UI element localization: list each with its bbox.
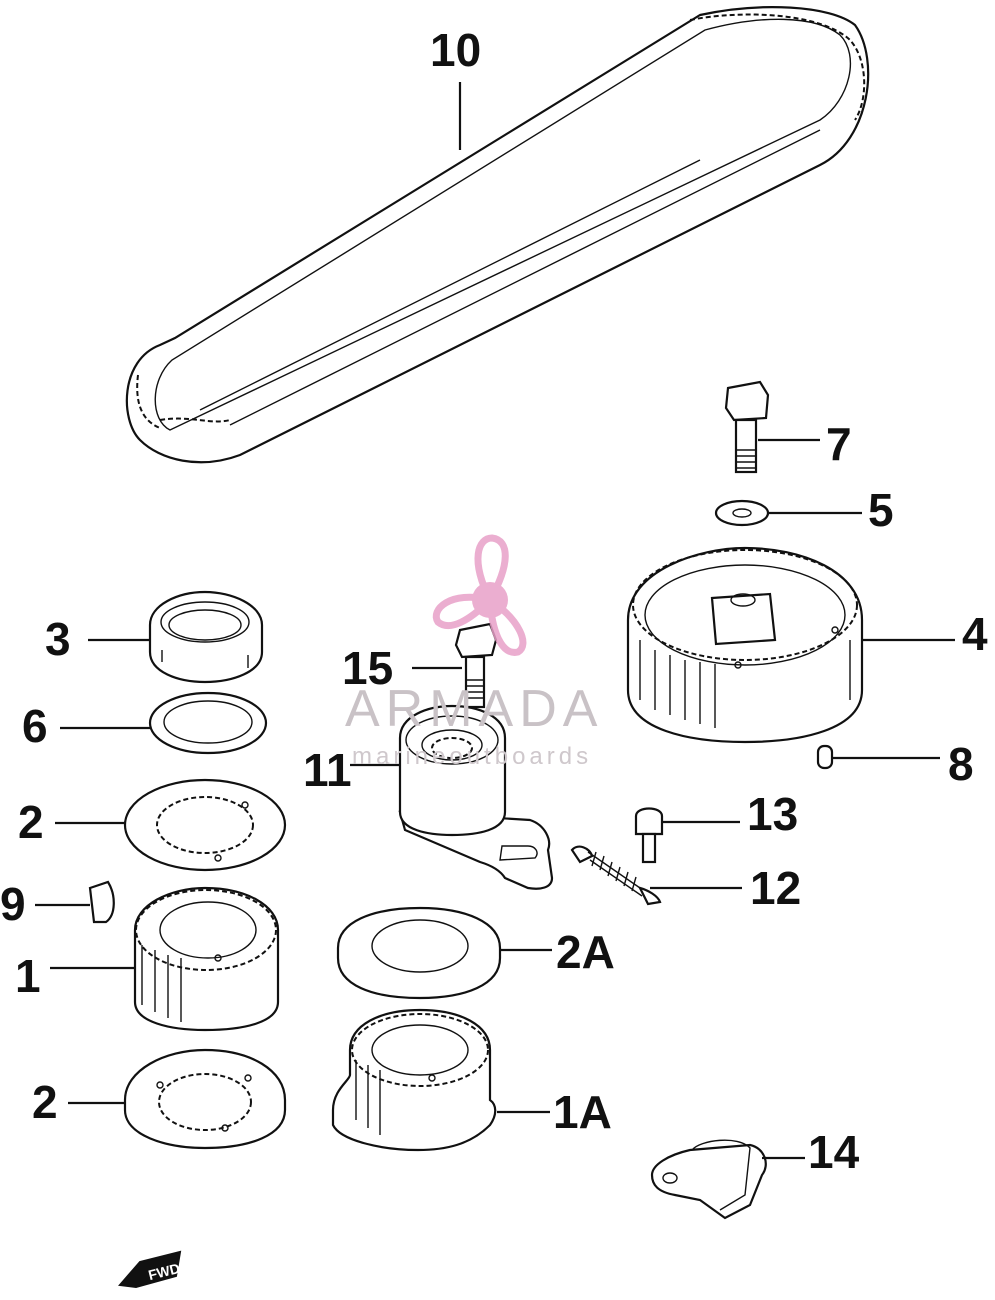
propeller-logo-icon (432, 534, 527, 656)
callout-14: 14 (808, 1126, 860, 1178)
callout-2-upper: 2 (18, 796, 44, 848)
dowel-pin-8 (816, 744, 834, 770)
callout-7: 7 (826, 418, 852, 470)
callout-2A: 2A (556, 926, 615, 978)
spring-12 (570, 845, 662, 906)
watermark-tagline: marineoutboards (352, 743, 592, 770)
callout-labels: 10 7 5 3 15 4 6 11 8 2 13 12 9 2A 1 2 1A… (0, 24, 988, 1178)
crankshaft-pulley-1A (331, 1008, 497, 1152)
callout-1A: 1A (553, 1086, 612, 1138)
camshaft-pulley-4 (626, 546, 864, 744)
callout-5: 5 (868, 484, 894, 536)
forward-direction-marker: FWD (118, 1250, 182, 1289)
tensioner-pulley-11 (398, 704, 554, 890)
washer-5 (714, 499, 770, 527)
crankshaft-pulley-1 (133, 886, 280, 1032)
callout-15: 15 (342, 642, 393, 694)
key-9 (88, 880, 115, 924)
bolt-7 (724, 380, 770, 474)
plate-2-upper (123, 778, 287, 872)
callout-13: 13 (747, 788, 798, 840)
washer-6 (148, 691, 268, 755)
bolt-15 (454, 622, 498, 709)
callout-1: 1 (15, 950, 41, 1002)
callout-8: 8 (948, 738, 974, 790)
nut-3 (148, 590, 264, 684)
timing-belt (125, 6, 870, 464)
callout-2-lower: 2 (32, 1076, 58, 1128)
leader-lines (35, 82, 955, 1160)
plate-2A (336, 906, 502, 1000)
callout-12: 12 (750, 862, 801, 914)
fwd-label: FWD (147, 1260, 182, 1283)
clamp-14 (650, 1139, 767, 1220)
callout-11: 11 (303, 744, 352, 796)
callout-4: 4 (962, 608, 988, 660)
callout-6: 6 (22, 700, 48, 752)
callout-10: 10 (430, 24, 481, 76)
callout-9: 9 (0, 878, 26, 930)
callout-3: 3 (45, 613, 71, 665)
plate-2-lower (123, 1048, 287, 1150)
stud-13 (634, 807, 664, 864)
armada-watermark: ARMADA marineoutboards (345, 534, 603, 770)
watermark-brand: ARMADA (345, 680, 603, 738)
